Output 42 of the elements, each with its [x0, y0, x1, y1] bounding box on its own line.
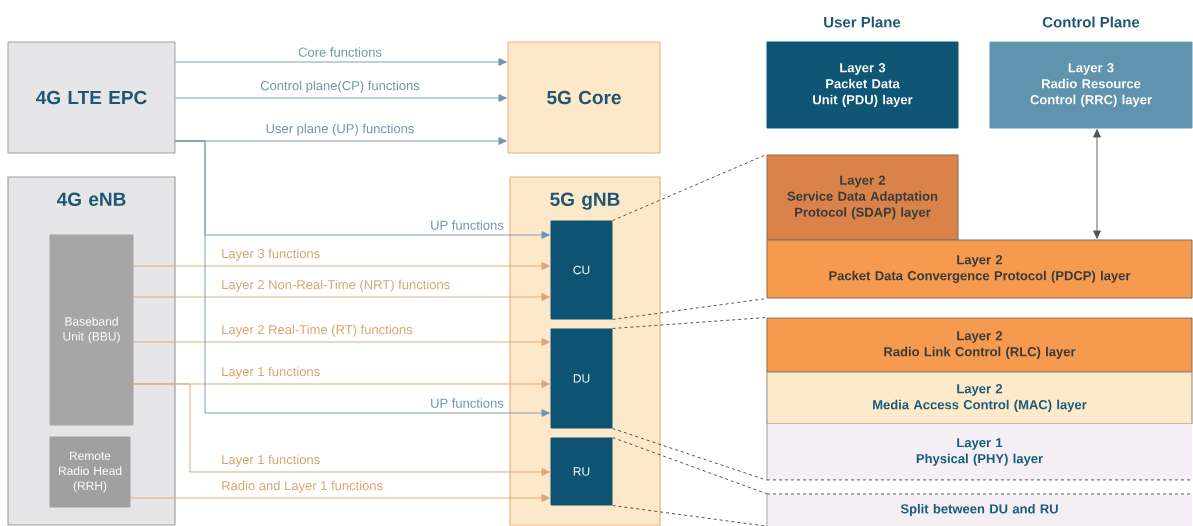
- arrow: [175, 58, 507, 66]
- arrow: [133, 338, 550, 346]
- layer-box: Layer 3 Radio Resource Control (RRC) layer: [989, 41, 1193, 129]
- layer-box: Layer 2 Media Access Control (MAC) layer: [766, 371, 1193, 425]
- arrow: [1093, 129, 1101, 239]
- edge-label: Layer 3 functions: [220, 247, 322, 262]
- layer-box: Layer 1 Physical (PHY) layer: [766, 423, 1193, 481]
- edge-label: User plane (UP) functions: [264, 122, 416, 137]
- edge-label: Control plane(CP) functions: [259, 79, 421, 94]
- arrow: [133, 262, 550, 270]
- unit-box: DU: [550, 328, 613, 429]
- unit-box: Baseband Unit (BBU): [49, 234, 134, 426]
- column-heading: Control Plane: [1042, 16, 1140, 28]
- edge-label: Layer 2 Real-Time (RT) functions: [220, 323, 414, 338]
- column-heading: User Plane: [824, 16, 901, 28]
- layer-box: Layer 3 Packet Data Unit (PDU) layer: [766, 41, 959, 129]
- edge-label: Layer 1 functions: [220, 453, 322, 468]
- unit-box: CU: [550, 220, 613, 320]
- unit-box: RU: [550, 437, 613, 506]
- layer-box: Split between DU and RU: [766, 493, 1193, 526]
- arrow: [130, 494, 550, 502]
- dashed-line: [612, 317, 767, 329]
- edge-label: Radio and Layer 1 functions: [220, 479, 385, 494]
- system-box: 4G LTE EPC: [7, 41, 176, 154]
- layer-box: Layer 2 Service Data Adaptation Protocol (SDAP) layer: [766, 154, 959, 241]
- edge-label: Core functions: [297, 46, 383, 58]
- dashed-line: [612, 154, 767, 221]
- edge-label: Layer 1 functions: [220, 365, 322, 380]
- layer-box: Layer 2 Packet Data Convergence Protocol (PDCP) layer: [766, 239, 1193, 299]
- arrow: [175, 140, 550, 417]
- dashed-line: [612, 428, 768, 481]
- layer-box: Layer 2 Radio Link Control (RLC) layer: [766, 317, 1193, 373]
- edge-label: Layer 2 Non-Real-Time (NRT) functions: [220, 278, 452, 293]
- arrow: [175, 94, 507, 102]
- arrow: [133, 383, 550, 476]
- edge-label: UP functions: [429, 219, 505, 231]
- system-box: 5G Core: [507, 41, 661, 154]
- arrow: [133, 293, 550, 301]
- dashed-line: [612, 437, 768, 495]
- unit-box: Remote Radio Head (RRH): [49, 436, 131, 508]
- edge-label: UP functions: [429, 397, 505, 409]
- dashed-line: [612, 298, 767, 320]
